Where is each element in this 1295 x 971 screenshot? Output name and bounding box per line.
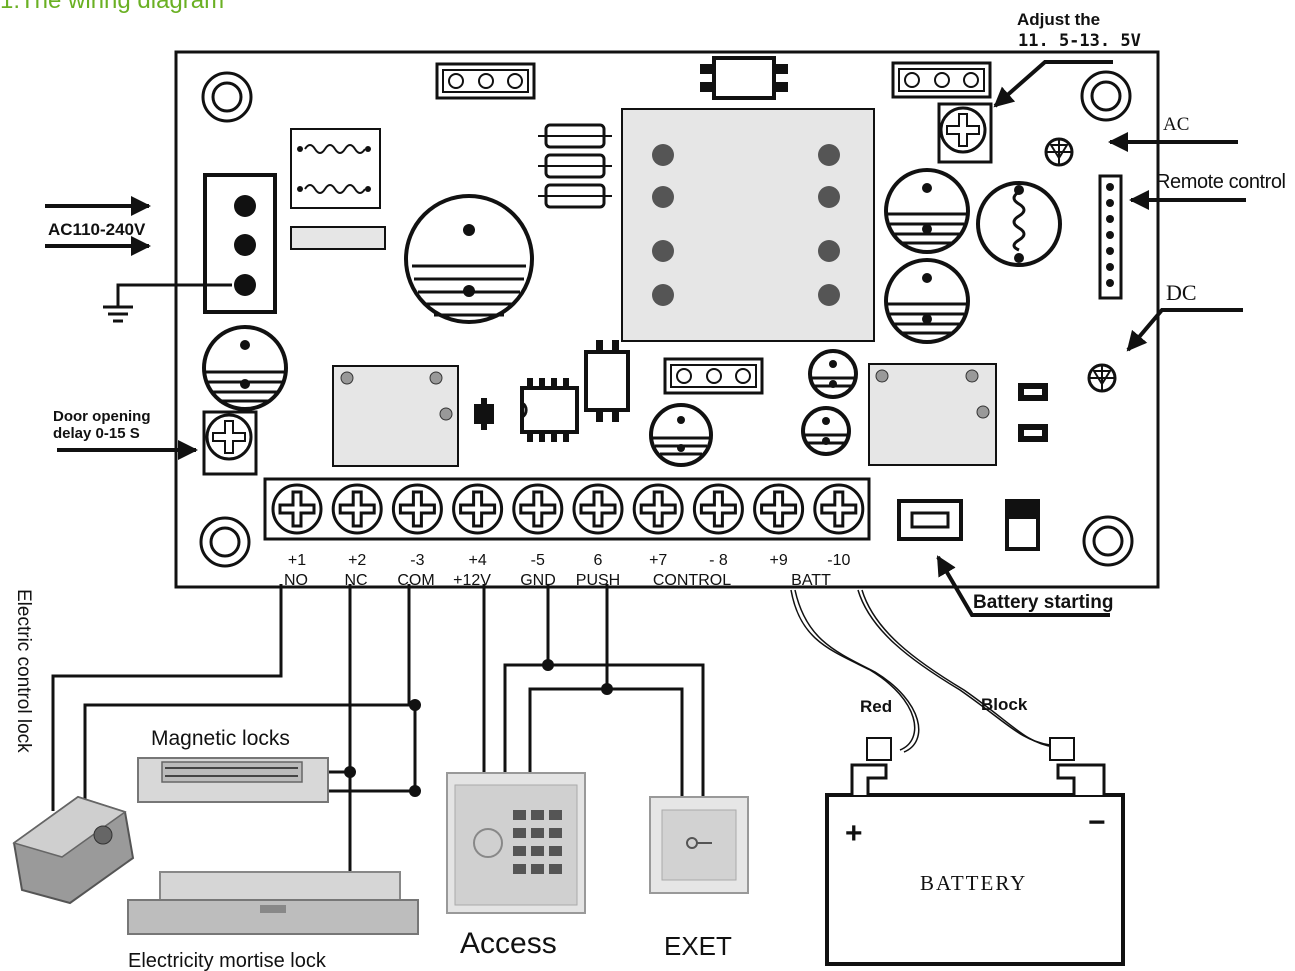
battery-plus-sign: + (845, 817, 863, 850)
terminal-name-8: CONTROL (653, 572, 731, 589)
door-delay-potentiometer[interactable] (202, 410, 258, 476)
mounting-hole-bl (199, 516, 251, 568)
terminal-number-3: -3 (410, 552, 424, 569)
terminal-name-1: NO (284, 572, 308, 589)
capacitor-center (649, 403, 713, 467)
optocoupler (584, 340, 630, 422)
capacitor-right-top (884, 168, 970, 254)
battery-clips (866, 737, 1075, 761)
fuse (290, 226, 386, 250)
smd-diode-right (1018, 383, 1048, 442)
adjust-voltage-range: 11. 5-13. 5V (1018, 31, 1141, 51)
terminal-screw-6[interactable] (572, 483, 624, 535)
pin-header-middle (663, 357, 764, 395)
terminal-screw-2[interactable] (331, 483, 383, 535)
capacitor-large (404, 194, 534, 324)
terminal-screw-10[interactable] (813, 483, 865, 535)
terminal-screw-4[interactable] (452, 483, 504, 535)
mounting-hole-tr (1080, 70, 1132, 122)
pin-header-top-right (891, 61, 992, 99)
battery (825, 763, 1125, 966)
battery-minus-sign: − (1088, 806, 1106, 839)
black-wire-label: Block (981, 695, 1028, 714)
terminal-screw-9[interactable] (753, 483, 805, 535)
terminal-name-4: +12V (453, 572, 491, 589)
dc-label: DC (1166, 280, 1197, 305)
capacitor-small-2 (801, 406, 851, 456)
mortise-lock-label: Electricity mortise lock (128, 950, 327, 971)
exit-button-image (649, 796, 749, 894)
capacitor-left (202, 325, 288, 411)
dc-led-icon (1087, 363, 1117, 393)
battery-cables (790, 589, 1055, 753)
board-switch[interactable] (1005, 499, 1040, 551)
terminal-number-1: +1 (288, 552, 306, 569)
access-label: Access (460, 927, 557, 960)
ac-led-icon (1044, 137, 1074, 167)
mounting-hole-br (1082, 515, 1134, 567)
ground-symbol-icon (103, 283, 232, 323)
electric-control-lock-label: Electric control lock (13, 589, 34, 753)
terminal-number-8: - 8 (709, 552, 728, 569)
relay-right (868, 363, 997, 466)
door-delay-label-2: delay 0-15 S (53, 425, 140, 442)
page-title: 1.The wiring diagram (0, 0, 224, 14)
annotation-arrows (45, 60, 1246, 617)
remote-control-connector (1098, 174, 1123, 300)
magnetic-lock-image (137, 757, 329, 803)
terminal-screw-3[interactable] (391, 483, 443, 535)
relay-left (332, 365, 459, 467)
smd-diode-left (474, 398, 494, 430)
capacitor-right-bottom (884, 258, 970, 344)
terminal-screw-5[interactable] (512, 483, 564, 535)
filter-inductor (290, 128, 381, 209)
battery-starting-label: Battery starting (973, 592, 1113, 613)
terminal-number-4: +4 (468, 552, 486, 569)
terminal-number-5: -5 (531, 552, 545, 569)
thermistor (976, 181, 1062, 267)
exit-label: EXET (664, 931, 732, 961)
terminal-number-7: +7 (649, 552, 667, 569)
electric-control-lock-image (12, 795, 135, 905)
terminal-number-10: -10 (827, 552, 850, 569)
transformer (621, 108, 875, 342)
resistors (538, 123, 612, 209)
pin-header-top-left (435, 62, 536, 100)
terminal-name-3: COM (397, 572, 434, 589)
terminal-number-6: 6 (594, 552, 603, 569)
ic-chip (520, 378, 579, 442)
terminal-screw-1[interactable] (271, 483, 323, 535)
voltage-adjust-potentiometer[interactable] (937, 102, 993, 164)
capacitor-small-1 (808, 349, 858, 399)
terminal-name-5: GND (520, 572, 556, 589)
terminal-screw-7[interactable] (632, 483, 684, 535)
ic-top (700, 56, 788, 100)
adjust-voltage-label: Adjust the (1017, 10, 1100, 29)
wires (51, 584, 705, 885)
terminal-number-2: +2 (348, 552, 366, 569)
wire-junctions (344, 659, 613, 797)
red-wire-label: Red (860, 697, 892, 716)
terminal-number-9: +9 (769, 552, 787, 569)
battery-starting-button[interactable] (897, 499, 963, 541)
terminal-name-10: BATT (791, 572, 831, 589)
door-delay-label-1: Door opening (53, 408, 151, 425)
ac-label: AC (1163, 114, 1189, 135)
magnetic-locks-label: Magnetic locks (151, 727, 290, 750)
terminal-screw-8[interactable] (692, 483, 744, 535)
mortise-lock-image (127, 871, 419, 935)
terminal-screws (271, 483, 865, 535)
ac-input-label: AC110-240V (48, 220, 146, 239)
terminal-name-2: NC (344, 572, 367, 589)
remote-control-label: Remote control (1156, 171, 1286, 193)
access-keypad-image (446, 772, 586, 914)
ac-terminal-block (203, 173, 277, 314)
battery-label: BATTERY (920, 871, 1027, 895)
mounting-hole-tl (201, 71, 253, 123)
terminal-name-6: PUSH (576, 572, 620, 589)
